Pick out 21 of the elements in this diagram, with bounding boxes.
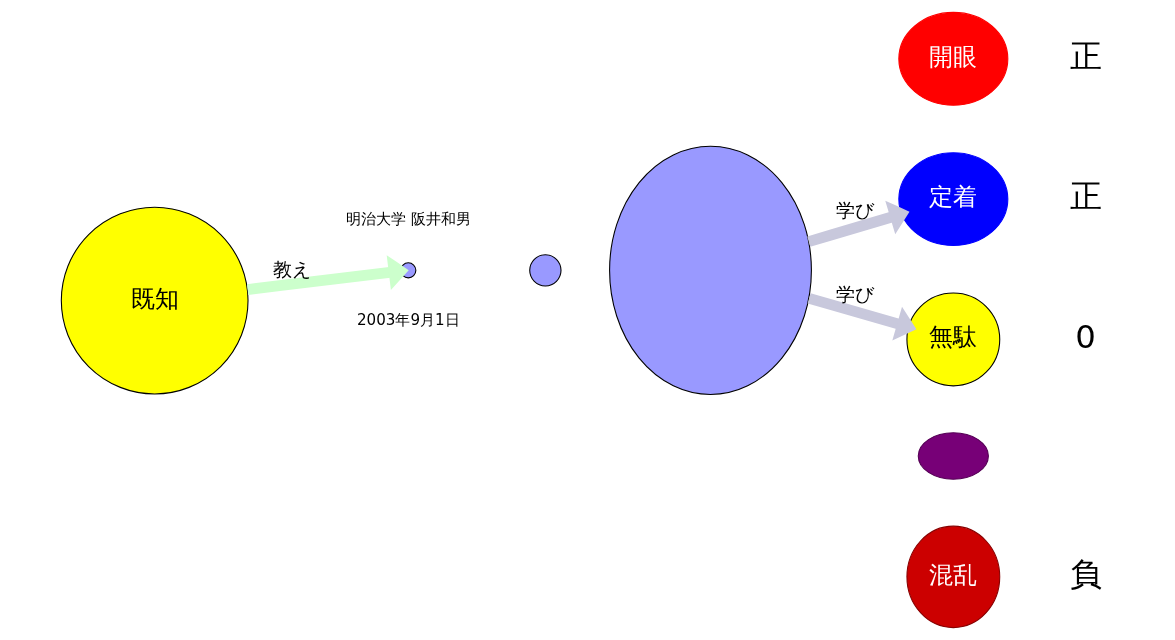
arrow xyxy=(807,293,916,341)
edge-label: 学び xyxy=(835,283,874,306)
node-label: 正 xyxy=(1069,177,1102,216)
label: 明治大学 阪井和男 xyxy=(345,209,471,228)
arrow xyxy=(246,255,409,295)
node-circle: 無駄 xyxy=(905,292,1000,387)
edge-label: 学び xyxy=(835,198,874,222)
node-label: 負 xyxy=(1069,554,1102,593)
node-label: 正 xyxy=(1069,36,1102,75)
node-circle xyxy=(528,254,562,287)
node-label: 0 xyxy=(1074,317,1096,356)
edge-label: 教え xyxy=(272,258,311,282)
node-circle: 混乱 xyxy=(905,525,1000,629)
node-ellipse xyxy=(917,432,989,480)
node-cloud xyxy=(608,145,812,395)
arrow xyxy=(806,200,909,247)
node-circle xyxy=(399,262,416,279)
node-ellipse: 定着 xyxy=(897,152,1008,247)
label: 2003年9月1日 xyxy=(356,311,460,330)
node-ellipse: 開眼 xyxy=(897,11,1008,106)
node-circle: 既知 xyxy=(60,206,249,395)
